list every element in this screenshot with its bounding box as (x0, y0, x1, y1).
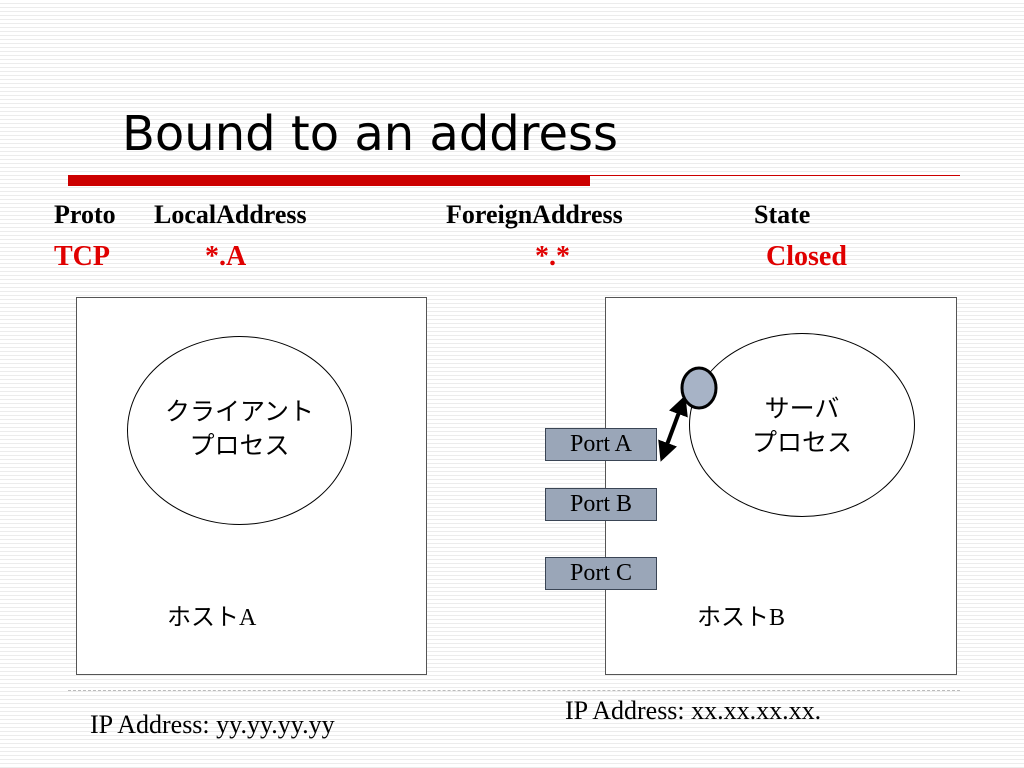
port-b: Port B (545, 488, 657, 521)
host-a-ip: IP Address: yy.yy.yy.yy (90, 710, 335, 739)
header-proto: Proto (54, 200, 116, 229)
socket-circle (680, 366, 718, 410)
value-proto: TCP (54, 241, 110, 272)
server-process-label-line1: サーバ (764, 394, 840, 423)
host-a-label: ホストA (167, 597, 256, 632)
host-b-label-jp: ホスト (697, 603, 769, 631)
client-process-label-line1: クライアント (164, 397, 314, 426)
host-a-label-jp: ホスト (167, 603, 239, 631)
header-local-address: LocalAddress (154, 200, 307, 229)
client-process: クライアント プロセス (127, 336, 352, 525)
host-b-label-suffix: B (769, 605, 786, 631)
header-state: State (754, 200, 811, 229)
title-accent-bar (68, 175, 590, 186)
value-foreign-address: *.* (535, 241, 570, 272)
port-c: Port C (545, 557, 657, 590)
socket-connection (658, 366, 718, 462)
client-process-label-line2: プロセス (189, 431, 290, 460)
host-b-label: ホストB (697, 597, 785, 632)
value-state: Closed (766, 241, 847, 272)
host-b-ip: IP Address: xx.xx.xx.xx. (565, 696, 822, 725)
value-local-address: *.A (205, 241, 247, 272)
host-a-label-suffix: A (239, 605, 257, 631)
header-foreign-address: ForeignAddress (446, 200, 623, 229)
port-a: Port A (545, 428, 657, 461)
socket-arrow (658, 395, 688, 462)
server-process: サーバ プロセス (689, 333, 915, 517)
bottom-divider (68, 690, 960, 691)
server-process-label-line2: プロセス (751, 428, 852, 457)
title-accent-line (590, 175, 960, 176)
slide-title: Bound to an address (122, 106, 618, 162)
